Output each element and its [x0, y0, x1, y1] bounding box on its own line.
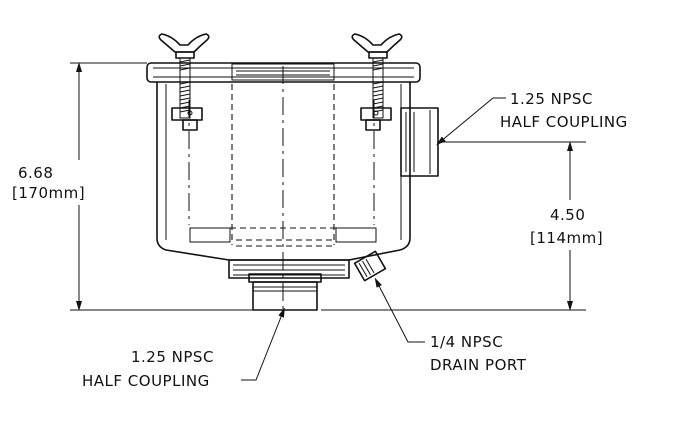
callout-drain-port: 1/4 NPSC DRAIN PORT — [374, 277, 527, 374]
bottom-boss — [228, 259, 350, 279]
housing — [146, 62, 421, 314]
side-coupling-line2: HALF COUPLING — [500, 113, 628, 131]
right-wing-bolt — [351, 33, 403, 131]
overall-height-metric: [170mm] — [12, 184, 85, 202]
side-coupling-line1: 1.25 NPSC — [510, 90, 593, 108]
bottom-coupling-line1: 1.25 NPSC — [131, 348, 214, 366]
bottom-coupling-line2: HALF COUPLING — [82, 372, 210, 390]
drain-port-line2: DRAIN PORT — [430, 356, 527, 374]
callout-bottom-coupling: 1.25 NPSC HALF COUPLING — [82, 307, 285, 390]
side-coupling — [400, 107, 439, 177]
callout-side-coupling: 1.25 NPSC HALF COUPLING — [436, 90, 628, 146]
overall-height-value: 6.68 — [18, 164, 53, 182]
side-outlet-height-value: 4.50 — [550, 206, 585, 224]
left-wing-bolt — [158, 33, 210, 131]
bottom-coupling — [248, 273, 322, 311]
side-outlet-height-metric: [114mm] — [530, 229, 603, 247]
drain-port — [353, 250, 387, 282]
drain-port-line1: 1/4 NPSC — [430, 333, 503, 351]
dimension-overall-height: 6.68 [170mm] — [12, 62, 253, 311]
dimension-side-outlet-height: 4.50 [114mm] — [321, 141, 603, 311]
